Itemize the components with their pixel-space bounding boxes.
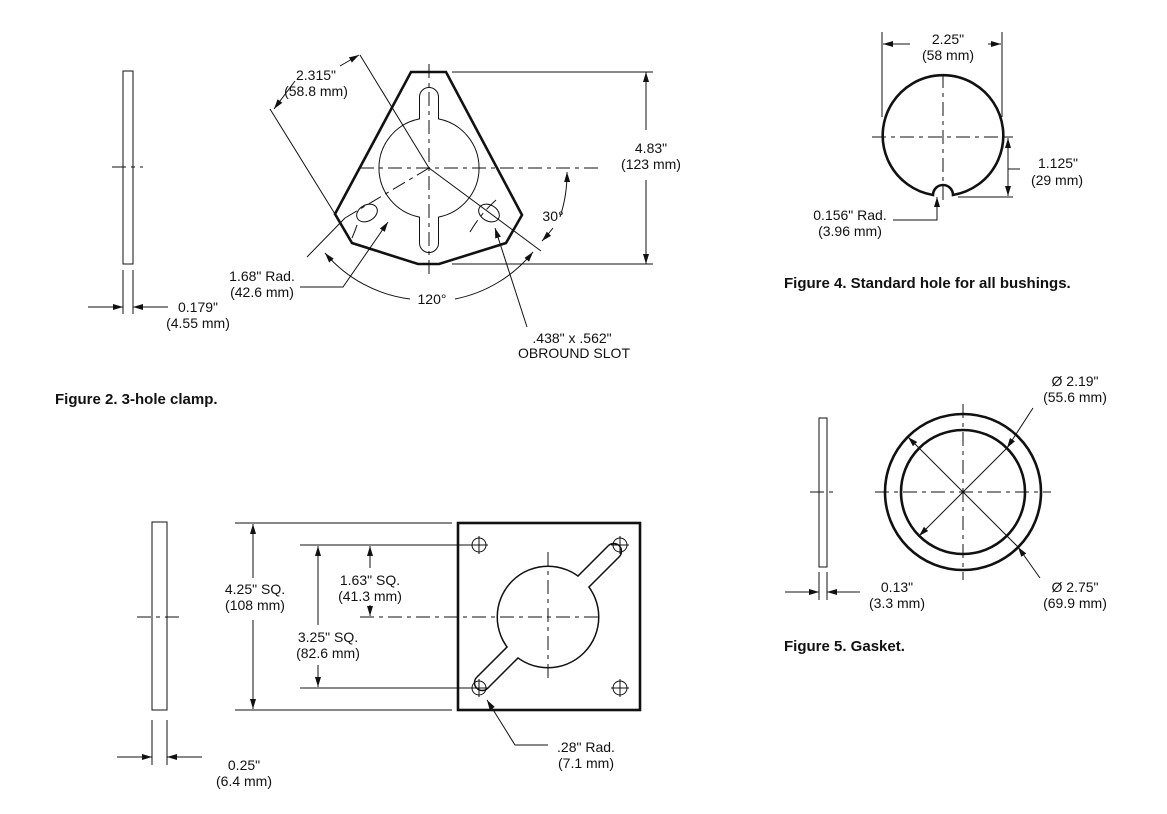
half-square-mm: (41.3 mm) <box>338 588 402 604</box>
figure-3-square-plate: 0.25" (6.4 mm) 4.25" SQ. (108 mm) 3.25" … <box>117 521 642 789</box>
plate-thickness-dimension: 0.25" (6.4 mm) <box>117 720 272 789</box>
inner-diameter-label: Ø 2.19" <box>1052 373 1099 389</box>
bolt-square-mm: (82.6 mm) <box>296 645 360 661</box>
gasket-thickness-label: 0.13" <box>881 579 913 595</box>
clamp-thickness-dimension: 0.179" (4.55 mm) <box>88 270 230 331</box>
bushing-hole-outline <box>881 73 1005 197</box>
figure-5-gasket: 0.13" (3.3 mm) Ø 2.19" (55.6 mm) Ø 2.75"… <box>784 373 1107 655</box>
half-square-label: 1.63" SQ. <box>340 572 400 588</box>
plate-thickness-mm: (6.4 mm) <box>216 773 272 789</box>
slot-radius-leader: .28" Rad. (7.1 mm) <box>486 699 615 771</box>
figure-4-standard-hole: 2.25" (58 mm) 1.125" (29 mm) 0.156" Rad.… <box>784 31 1083 292</box>
clamp-outline <box>333 70 524 266</box>
bolt-hole <box>470 536 488 554</box>
outer-diameter-dimension: Ø 2.75" (69.9 mm) <box>907 436 1107 611</box>
offset-dimension: 2.315" (58.8 mm) <box>269 54 430 215</box>
angle-30-dimension: 30° <box>541 171 571 242</box>
angle-30-label: 30° <box>542 208 563 224</box>
height-label: 4.83" <box>635 140 667 156</box>
height-dimension: 4.83" (123 mm) <box>452 71 681 265</box>
outer-square-label: 4.25" SQ. <box>225 581 285 597</box>
bolt-hole <box>470 679 488 697</box>
centerline <box>344 167 430 219</box>
height-mm: (123 mm) <box>621 156 681 172</box>
gasket-thickness-dimension: 0.13" (3.3 mm) <box>785 572 925 611</box>
radius-mm: (42.6 mm) <box>230 284 294 300</box>
figure-2-caption: Figure 2. 3-hole clamp. <box>55 391 218 408</box>
angle-120-label: 120° <box>418 291 447 307</box>
bolt-square-label: 3.25" SQ. <box>298 629 358 645</box>
obround-slot-right <box>478 203 500 223</box>
outer-square-mm: (108 mm) <box>225 597 285 613</box>
slot-radius-label: .28" Rad. <box>557 739 615 755</box>
diameter-mm: (58 mm) <box>922 47 974 63</box>
slot-leader: .438" x .562" OBROUND SLOT <box>494 227 630 361</box>
gasket-thickness-mm: (3.3 mm) <box>869 595 925 611</box>
slot-radius-mm: (7.1 mm) <box>558 755 614 771</box>
offset-label: 1.125" <box>1038 155 1078 171</box>
figure-5-caption: Figure 5. Gasket. <box>784 638 905 655</box>
outer-square-dimension: 4.25" SQ. (108 mm) <box>225 522 452 711</box>
offset-dimension: 1.125" (29 mm) <box>958 136 1083 198</box>
figure-2-clamp: 0.179" (4.55 mm) 2.315" (58.8 mm) 4.83" … <box>55 54 681 408</box>
notch-label: 0.156" Rad. <box>813 207 886 223</box>
offset-mm: (29 mm) <box>1031 172 1083 188</box>
outer-diameter-mm: (69.9 mm) <box>1043 595 1107 611</box>
figure-4-caption: Figure 4. Standard hole for all bushings… <box>784 275 1071 292</box>
plate-side-view <box>151 521 168 711</box>
inner-diameter-dimension: Ø 2.19" (55.6 mm) <box>918 373 1107 537</box>
obround-slot-left <box>356 203 378 223</box>
slot-size-label: .438" x .562" <box>532 330 611 346</box>
offset-mm: (58.8 mm) <box>284 83 348 99</box>
slot-type-label: OBROUND SLOT <box>518 345 630 361</box>
diameter-label: 2.25" <box>932 31 964 47</box>
inner-diameter-mm: (55.6 mm) <box>1043 389 1107 405</box>
bolt-square-dimension: 3.25" SQ. (82.6 mm) <box>296 544 470 689</box>
diameter-dimension: 2.25" (58 mm) <box>881 31 1003 117</box>
notch-leader: 0.156" Rad. (3.96 mm) <box>813 197 940 239</box>
clamp-thickness-label: 0.179" <box>178 299 218 315</box>
angle-120-dimension: 120° <box>324 251 534 307</box>
notch-mm: (3.96 mm) <box>818 223 882 239</box>
plate-thickness-label: 0.25" <box>228 757 260 773</box>
outer-diameter-label: Ø 2.75" <box>1052 579 1099 595</box>
radius-label: 1.68" Rad. <box>229 268 295 284</box>
center-keyed-hole <box>378 87 480 253</box>
offset-label: 2.315" <box>296 67 336 83</box>
clamp-thickness-mm: (4.55 mm) <box>166 315 230 331</box>
bolt-holes <box>470 536 629 697</box>
radius-leader: 1.68" Rad. (42.6 mm) <box>229 221 389 300</box>
half-square-dimension: 1.63" SQ. (41.3 mm) <box>338 546 402 616</box>
bolt-hole <box>611 679 629 697</box>
bolt-hole <box>611 536 629 554</box>
